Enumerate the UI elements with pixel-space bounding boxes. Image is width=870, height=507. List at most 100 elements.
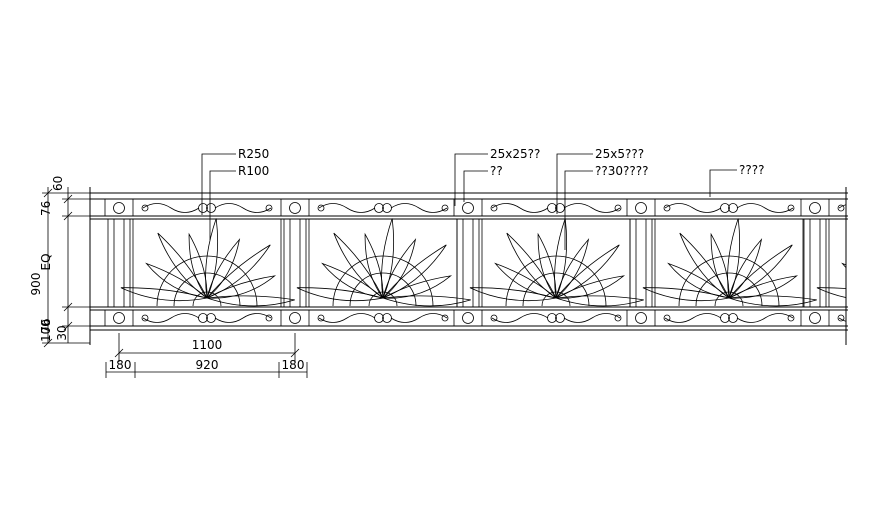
leader-30 bbox=[564, 170, 593, 250]
petal bbox=[555, 275, 626, 299]
petal bbox=[506, 232, 557, 299]
post-ring-top bbox=[462, 202, 474, 214]
petal bbox=[728, 275, 799, 299]
post bbox=[800, 199, 830, 326]
leader-q2 bbox=[463, 170, 488, 202]
dim-76-top-label: 76 bbox=[39, 201, 53, 216]
scroll-ornament bbox=[491, 313, 621, 323]
hub-arc bbox=[156, 255, 258, 307]
hub-arc bbox=[349, 272, 417, 307]
post bbox=[104, 199, 134, 326]
annotation-30: ??30???? bbox=[595, 164, 648, 178]
petal bbox=[145, 262, 208, 299]
scroll-ring bbox=[198, 313, 208, 323]
hub-arc bbox=[695, 272, 763, 307]
petal bbox=[841, 262, 846, 269]
petal bbox=[555, 238, 590, 299]
petal bbox=[555, 295, 644, 307]
scroll-ring bbox=[382, 313, 392, 323]
scroll-ring bbox=[382, 203, 392, 213]
scroll-curl bbox=[265, 314, 273, 322]
dim-30-label: 30 bbox=[55, 325, 69, 340]
scroll-ring bbox=[555, 313, 565, 323]
scroll-ring bbox=[728, 313, 738, 323]
dim-tick bbox=[63, 194, 73, 204]
scroll-curl bbox=[141, 204, 149, 212]
leader-r100 bbox=[209, 170, 236, 240]
scroll-ring bbox=[720, 203, 730, 213]
petal bbox=[382, 275, 453, 299]
scroll-curl bbox=[441, 204, 449, 212]
dim-900-label: 900 bbox=[29, 273, 43, 296]
petal bbox=[667, 262, 730, 299]
rails bbox=[89, 187, 848, 345]
petal bbox=[157, 232, 208, 299]
dim-tick bbox=[63, 211, 73, 221]
dim-tick bbox=[43, 188, 53, 198]
post-ring-bottom bbox=[809, 312, 821, 324]
dim-tick bbox=[63, 302, 73, 312]
scroll-ring bbox=[728, 203, 738, 213]
dim-60-label: 60 bbox=[51, 176, 65, 191]
annotation-r250: R250 bbox=[238, 147, 269, 161]
annotation-25x5: 25x5??? bbox=[595, 147, 644, 161]
petal bbox=[816, 287, 846, 298]
petal bbox=[555, 244, 620, 299]
petal bbox=[206, 238, 241, 299]
post bbox=[453, 199, 483, 326]
leader-r250 bbox=[201, 153, 236, 215]
petal bbox=[206, 275, 277, 299]
petal bbox=[537, 232, 557, 299]
dim-920-label: 920 bbox=[196, 358, 219, 372]
dim-eq-label: EQ bbox=[39, 253, 53, 270]
leader-25x25 bbox=[454, 153, 488, 206]
leader-25x5 bbox=[556, 153, 593, 214]
scroll-ornament bbox=[318, 313, 448, 323]
scroll-ornament bbox=[142, 203, 272, 213]
scroll-ring bbox=[547, 313, 557, 323]
panel bbox=[816, 204, 870, 322]
hub-arc bbox=[522, 272, 590, 307]
petal bbox=[205, 218, 219, 299]
scroll-ornament bbox=[664, 313, 794, 323]
petal bbox=[364, 232, 384, 299]
dim-tick bbox=[114, 348, 124, 358]
dim-76-bottom-label: 76 bbox=[39, 318, 53, 333]
post-ring-bottom bbox=[289, 312, 301, 324]
scroll-ornament bbox=[142, 313, 272, 323]
scroll-curl bbox=[787, 204, 795, 212]
dim-100-label: 100 bbox=[39, 319, 53, 342]
petal bbox=[494, 262, 557, 299]
petal bbox=[728, 295, 817, 307]
panel bbox=[120, 203, 295, 323]
petal bbox=[120, 287, 208, 302]
scroll-curl bbox=[614, 314, 622, 322]
panel bbox=[469, 203, 644, 323]
vertical-dimensions: 60 76 900 EQ 76 100 30 bbox=[29, 176, 90, 348]
dim-tick bbox=[290, 348, 300, 358]
scroll-ring bbox=[374, 313, 384, 323]
petal bbox=[382, 238, 417, 299]
posts bbox=[104, 199, 830, 326]
petal bbox=[642, 287, 730, 302]
scroll-ornament bbox=[491, 203, 621, 213]
panel bbox=[296, 203, 471, 323]
petal bbox=[321, 262, 384, 299]
panel bbox=[642, 203, 817, 323]
post-ring-top bbox=[289, 202, 301, 214]
scroll-curl bbox=[317, 314, 325, 322]
post bbox=[280, 199, 310, 326]
dim-180-right-label: 180 bbox=[282, 358, 305, 372]
hub-arc bbox=[853, 256, 870, 306]
dim-tick bbox=[43, 338, 53, 348]
scroll-curl bbox=[837, 204, 845, 212]
scroll-curl bbox=[614, 204, 622, 212]
horizontal-dimensions: 1100 180 920 180 bbox=[105, 333, 308, 378]
scroll-curl bbox=[317, 204, 325, 212]
hub-arc bbox=[678, 255, 780, 307]
scroll-curl bbox=[837, 314, 845, 322]
petal bbox=[679, 232, 730, 299]
post-ring-bottom bbox=[635, 312, 647, 324]
